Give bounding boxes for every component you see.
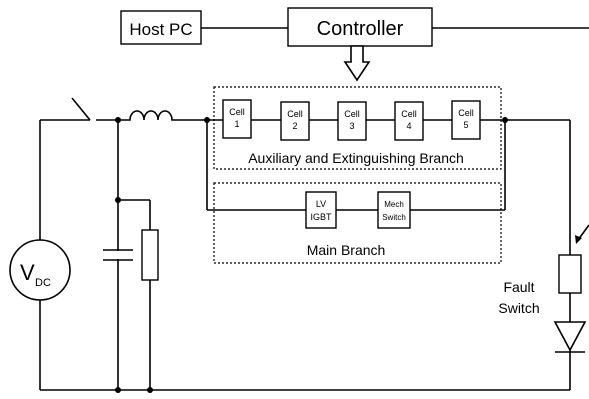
series-inductor (118, 110, 182, 121)
lv-igbt-line-2: IGBT (310, 212, 332, 222)
main-branch-enclosure (213, 182, 502, 264)
cell-3: Cell 3 (337, 101, 367, 141)
junction-dot (115, 387, 121, 393)
dc-capacitor (103, 249, 133, 261)
junction-dot (502, 117, 508, 123)
aux-branch-label: Auxiliary and Extinguishing Branch (248, 150, 464, 166)
cell-name: Cell (344, 109, 360, 119)
junction-dot (204, 117, 210, 123)
fault-switch-label-1: Fault (503, 279, 534, 295)
discharge-resistor (141, 229, 159, 281)
cell-number: 5 (463, 120, 468, 130)
fault-trigger-arrowhead (575, 235, 582, 244)
controller-label: Controller (317, 18, 404, 40)
junction-dot (147, 387, 153, 393)
cell-name: Cell (458, 108, 474, 118)
lv-igbt: LV IGBT (305, 191, 337, 229)
dc-source-label: V (20, 260, 35, 285)
fault-diode (553, 321, 587, 353)
mech-switch: Mech Switch (377, 191, 411, 229)
mech-switch-line-1: Mech (384, 200, 404, 209)
cell-4: Cell 4 (394, 101, 424, 141)
fault-switch (558, 254, 582, 294)
cell-name: Cell (229, 107, 245, 117)
cell-number: 3 (349, 121, 354, 131)
junction-dot (115, 197, 121, 203)
mech-switch-line-2: Switch (382, 213, 406, 222)
dc-source-subscript: DC (35, 277, 51, 289)
cell-2: Cell 2 (280, 101, 310, 141)
cell-number: 1 (234, 119, 239, 129)
cell-number: 4 (406, 121, 411, 131)
dc-source: V DC (9, 239, 71, 301)
controller-block: Controller (287, 7, 433, 47)
host-pc-block: Host PC (120, 10, 202, 45)
aux-branch-enclosure (213, 86, 502, 170)
junction-dot (115, 117, 121, 123)
main-switch-blade (71, 97, 91, 121)
cell-5: Cell 5 (451, 100, 481, 140)
cell-name: Cell (287, 109, 303, 119)
host-pc-label: Host PC (129, 20, 192, 39)
cell-1: Cell 1 (222, 99, 252, 139)
main-branch-label: Main Branch (307, 242, 386, 258)
cell-name: Cell (401, 109, 417, 119)
cell-number: 2 (292, 121, 297, 131)
control-signal-arrow (343, 45, 371, 82)
lv-igbt-line-1: LV (316, 199, 326, 209)
fault-switch-label-2: Switch (498, 300, 539, 316)
